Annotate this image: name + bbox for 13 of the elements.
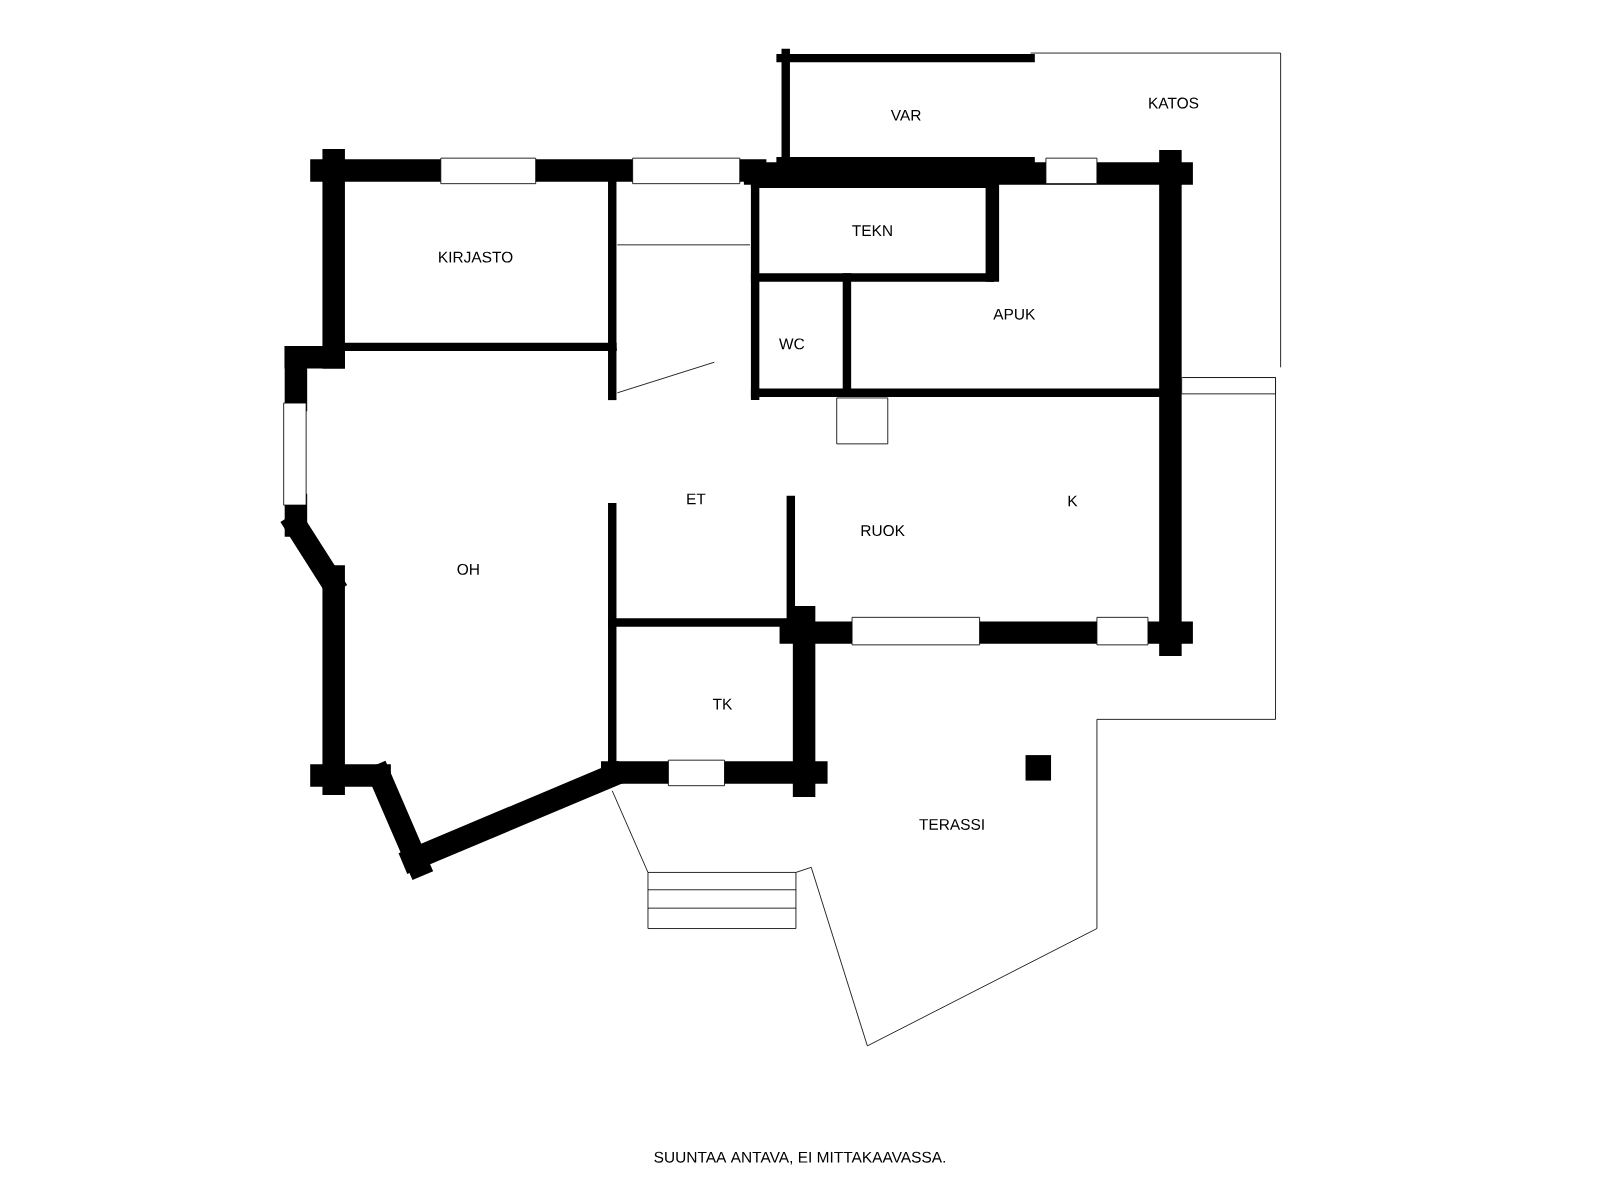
room-label: VAR bbox=[890, 110, 921, 121]
room-label: ET bbox=[687, 493, 706, 505]
room-label: TERASSI bbox=[919, 819, 984, 830]
caption: SUUNTAA ANTAVA, EI MITTAKAAVASSA. bbox=[654, 1151, 945, 1165]
room-label: K bbox=[1068, 495, 1078, 507]
room-label: TK bbox=[712, 698, 733, 710]
room-label: KIRJASTO bbox=[439, 251, 513, 263]
room-label: OH bbox=[457, 563, 479, 575]
room-label: RUOK bbox=[861, 525, 905, 537]
room-label: TEKN bbox=[852, 225, 892, 236]
room-label: KATOS bbox=[1149, 97, 1199, 109]
room-label: APUK bbox=[993, 308, 1036, 320]
room-label: WC bbox=[779, 338, 805, 350]
